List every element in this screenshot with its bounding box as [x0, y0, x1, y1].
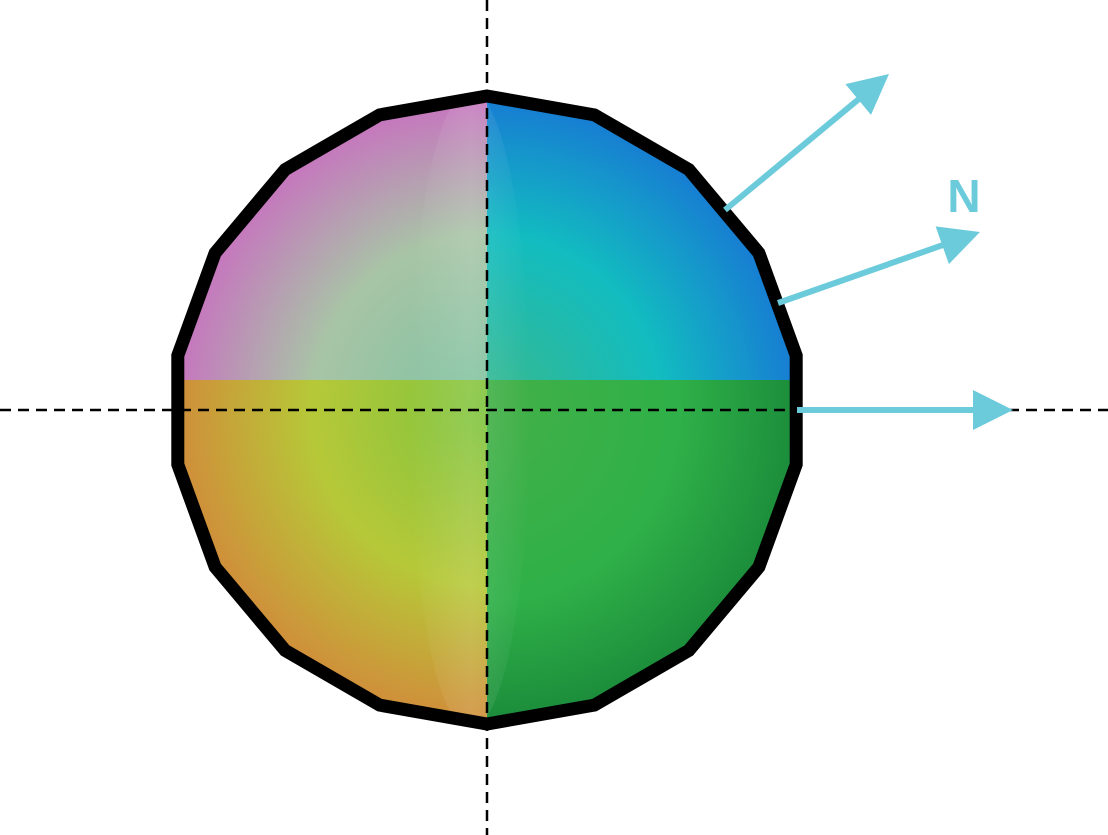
sphere-body: [177, 96, 797, 724]
sphere-quadrant-top-right: [487, 96, 797, 380]
normal-arrow-middle-shaft: [777, 241, 946, 306]
normal-label: N: [947, 170, 980, 222]
normal-arrow-horizontal-head: [973, 390, 1013, 430]
sphere-outline: [171, 89, 803, 731]
normal-arrows: [723, 74, 1013, 430]
normal-arrow-upper: [723, 74, 889, 213]
normal-arrow-middle-head: [935, 226, 980, 265]
normal-arrow-horizontal: [797, 390, 1013, 430]
normal-arrow-upper-shaft: [723, 95, 862, 213]
normal-arrow-middle: [777, 226, 980, 306]
normal-arrow-upper-head: [845, 74, 889, 115]
